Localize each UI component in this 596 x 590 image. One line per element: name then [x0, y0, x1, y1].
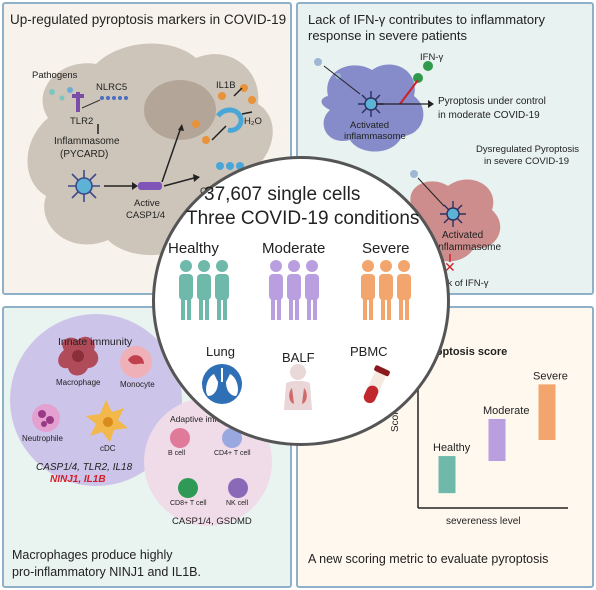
center-conditions: Three COVID-19 conditions: [186, 208, 420, 229]
label-lack-ifng: Lack of IFN-γ: [432, 278, 489, 289]
panel-title-ifng-2: response in severe patients: [308, 28, 467, 43]
label-pbmc: PBMC: [350, 344, 388, 359]
label-dysreg-1: Dysregulated Pyroptosis: [476, 144, 579, 155]
label-dysreg-2: in severe COVID-19: [484, 156, 570, 167]
cd8-t-cell-icon: [178, 478, 198, 498]
nk-cell-icon: [228, 478, 248, 498]
label-inflammasome: Inflammasome: [54, 136, 120, 147]
innate-genes-highlight: NINJ1, IL1B: [50, 474, 106, 485]
label-nk: NK cell: [226, 500, 249, 507]
innate-genes: CASP1/4, TLR2, IL18: [36, 462, 133, 473]
score-bar-label-healthy: Healthy: [433, 442, 471, 454]
blocked-x-icon: ✕: [444, 259, 456, 275]
adaptive-genes: CASP1/4, GSDMD: [172, 516, 252, 527]
score-bar-healthy: [438, 456, 456, 494]
label-active: Active: [134, 198, 160, 209]
label-lung: Lung: [206, 344, 235, 359]
label-innate: Innate immunity: [58, 336, 133, 348]
label-cdc: cDC: [100, 444, 116, 453]
severe-inflammasome-icon: [440, 201, 466, 227]
label-adaptive: Adaptive immunity: [170, 414, 240, 424]
label-pyro-control: Pyroptosis under control: [438, 96, 546, 107]
label-healthy: Healthy: [168, 240, 219, 257]
label-cd4: CD4+ T cell: [214, 450, 251, 457]
label-activated-2: Activated: [442, 230, 484, 241]
panel-title-ifng-1: Lack of IFN-γ contributes to inflammator…: [308, 12, 545, 27]
label-ifng: IFN-γ: [420, 52, 444, 63]
score-bar-severe: [538, 384, 556, 440]
score-bar-moderate: [488, 418, 506, 462]
label-il1b: IL1B: [216, 80, 236, 91]
score-bar-label-severe: Severe: [533, 370, 568, 382]
pbmc-tube-icon: [363, 365, 390, 404]
label-moderate: Moderate: [262, 240, 326, 257]
label-activated-1: Activated: [350, 120, 390, 131]
label-pycard: (PYCARD): [60, 149, 109, 160]
caption-score: A new scoring metric to evaluate pyropto…: [308, 552, 549, 566]
label-nlrc5: NLRC5: [96, 82, 128, 93]
cd4-t-cell-icon: [222, 428, 242, 448]
score-bar-label-moderate: Moderate: [483, 405, 529, 417]
label-moderate-covid: in moderate COVID-19: [438, 110, 540, 121]
label-monocyte: Monocyte: [120, 380, 155, 389]
label-inflammasome-2: inflammasome: [436, 242, 502, 253]
caption-macrophage-1: Macrophages produce highly: [12, 548, 173, 562]
label-cd8: CD8+ T cell: [170, 500, 207, 507]
chart-x-label: severeness level: [446, 516, 521, 527]
label-inflammasome-1: inflammasome: [344, 131, 406, 142]
neutrophile-icon: [32, 404, 60, 432]
label-balf: BALF: [282, 350, 315, 365]
inflammasome-icon: [68, 170, 100, 202]
healthy-people-icon: [179, 260, 229, 320]
balf-icon: [284, 364, 312, 410]
panel-title-markers: Up-regulated pyroptosis markers in COVID…: [10, 12, 287, 27]
label-casp: CASP1/4: [126, 210, 166, 221]
label-macrophage: Macrophage: [56, 378, 101, 387]
lung-icon: [202, 364, 242, 404]
caption-macrophage-2: pro-inflammatory NINJ1 and IL1B.: [12, 565, 201, 579]
label-pathogens: Pathogens: [32, 70, 78, 81]
label-tlr2: TLR2: [70, 116, 94, 127]
moderate-people-icon: [269, 260, 319, 320]
label-neutrophile: Neutrophile: [22, 434, 63, 443]
severe-people-icon: [361, 260, 411, 320]
label-h2o: H₂O: [244, 116, 262, 127]
b-cell-icon: [170, 428, 190, 448]
center-cell-count: 37,607 single cells: [204, 184, 361, 205]
label-b-cell: B cell: [168, 450, 186, 457]
label-severe: Severe: [362, 240, 410, 257]
